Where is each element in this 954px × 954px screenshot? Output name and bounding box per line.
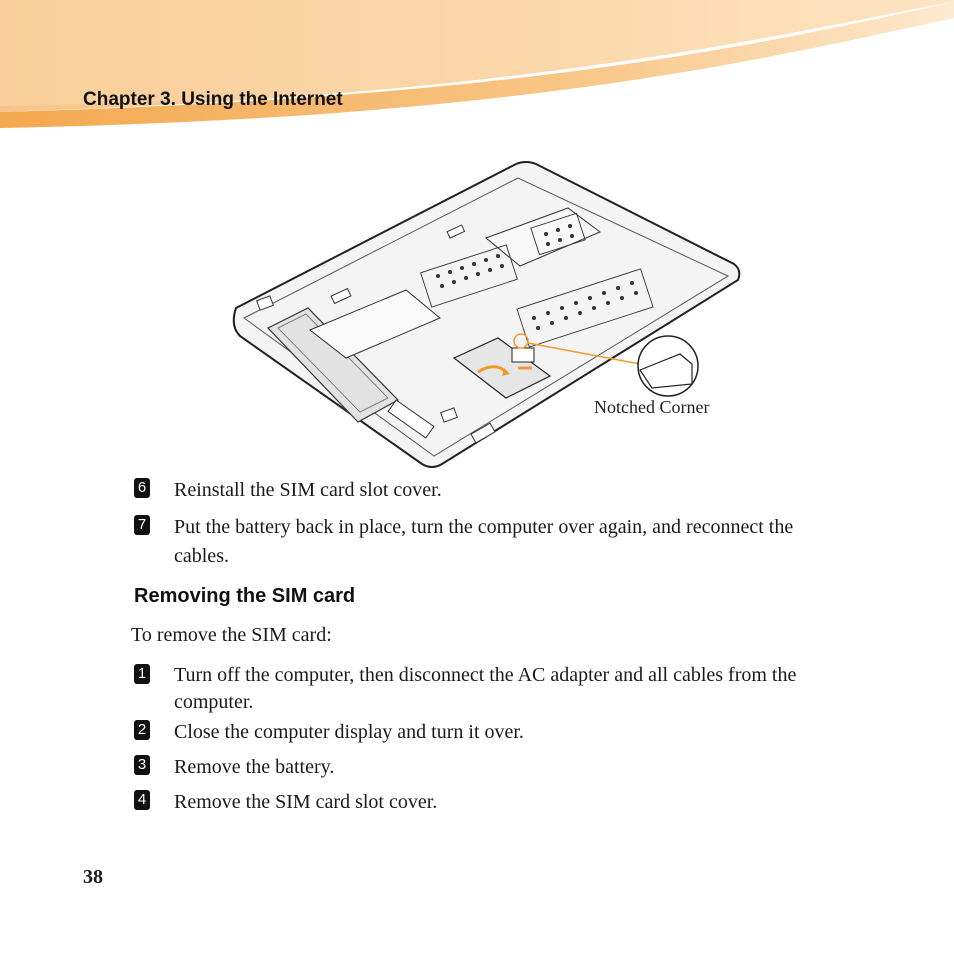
page-number: 38 bbox=[83, 866, 103, 888]
section-heading: Removing the SIM card bbox=[134, 585, 356, 607]
section-intro: To remove the SIM card: bbox=[131, 624, 332, 646]
step-text: Turn off the computer, then disconnect t… bbox=[174, 664, 797, 713]
step-number-badge: 2 bbox=[134, 720, 150, 740]
step-text: Remove the SIM card slot cover. bbox=[174, 791, 438, 813]
step-text: Put the battery back in place, turn the … bbox=[174, 516, 794, 567]
step-number-badge: 6 bbox=[134, 478, 150, 498]
step-number-badge: 3 bbox=[134, 755, 150, 775]
step-number-badge: 4 bbox=[134, 790, 150, 810]
step-text: Remove the battery. bbox=[174, 756, 335, 778]
chapter-title: Chapter 3. Using the Internet bbox=[83, 89, 343, 110]
header-band bbox=[0, 0, 954, 128]
laptop-bottom-illustration bbox=[232, 161, 741, 468]
step-number-badge: 1 bbox=[134, 664, 150, 684]
step-text: Reinstall the SIM card slot cover. bbox=[174, 479, 442, 501]
notched-corner-label: Notched Corner bbox=[594, 397, 710, 417]
step-text: Close the computer display and turn it o… bbox=[174, 721, 524, 743]
step-number-badge: 7 bbox=[134, 515, 150, 535]
